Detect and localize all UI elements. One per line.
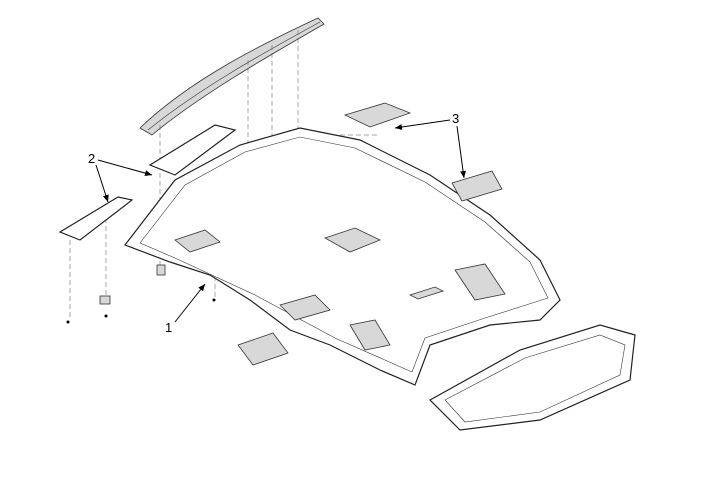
roof-trim-strip xyxy=(139,17,325,136)
sun-visor-left xyxy=(58,196,134,241)
headliner-panel xyxy=(124,127,561,386)
callout-1-label: 1 xyxy=(165,320,172,335)
callout-3-label: 3 xyxy=(452,111,459,126)
dome-lamp-bracket xyxy=(237,332,289,366)
assist-grip-lower xyxy=(451,170,503,202)
visor-clips xyxy=(66,264,216,324)
callout-2-label: 2 xyxy=(88,151,95,166)
callout-3: 3 xyxy=(394,111,467,179)
assist-grip-upper xyxy=(343,102,412,128)
rear-roof-panel xyxy=(429,324,636,431)
sun-visor-right xyxy=(148,124,237,176)
callout-1: 1 xyxy=(165,283,206,335)
callout-2: 2 xyxy=(88,151,153,203)
